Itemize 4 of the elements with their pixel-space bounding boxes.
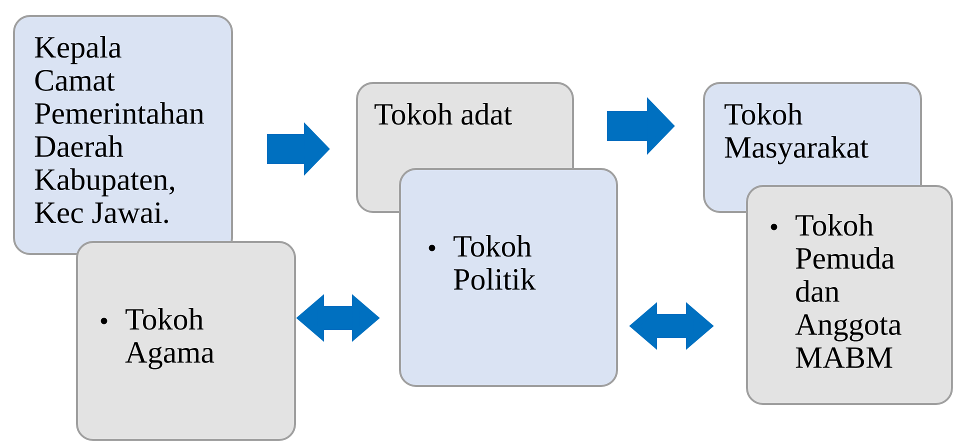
text-box: Tokoh Politik (399, 168, 618, 387)
text-box: Kepala Camat Pemerintahan Daerah Kabupaten, Kec Jawai. (13, 15, 233, 255)
text-box: Tokoh Agama (76, 241, 296, 441)
text-box: Tokoh Pemuda dan Anggota MABM (746, 185, 953, 405)
